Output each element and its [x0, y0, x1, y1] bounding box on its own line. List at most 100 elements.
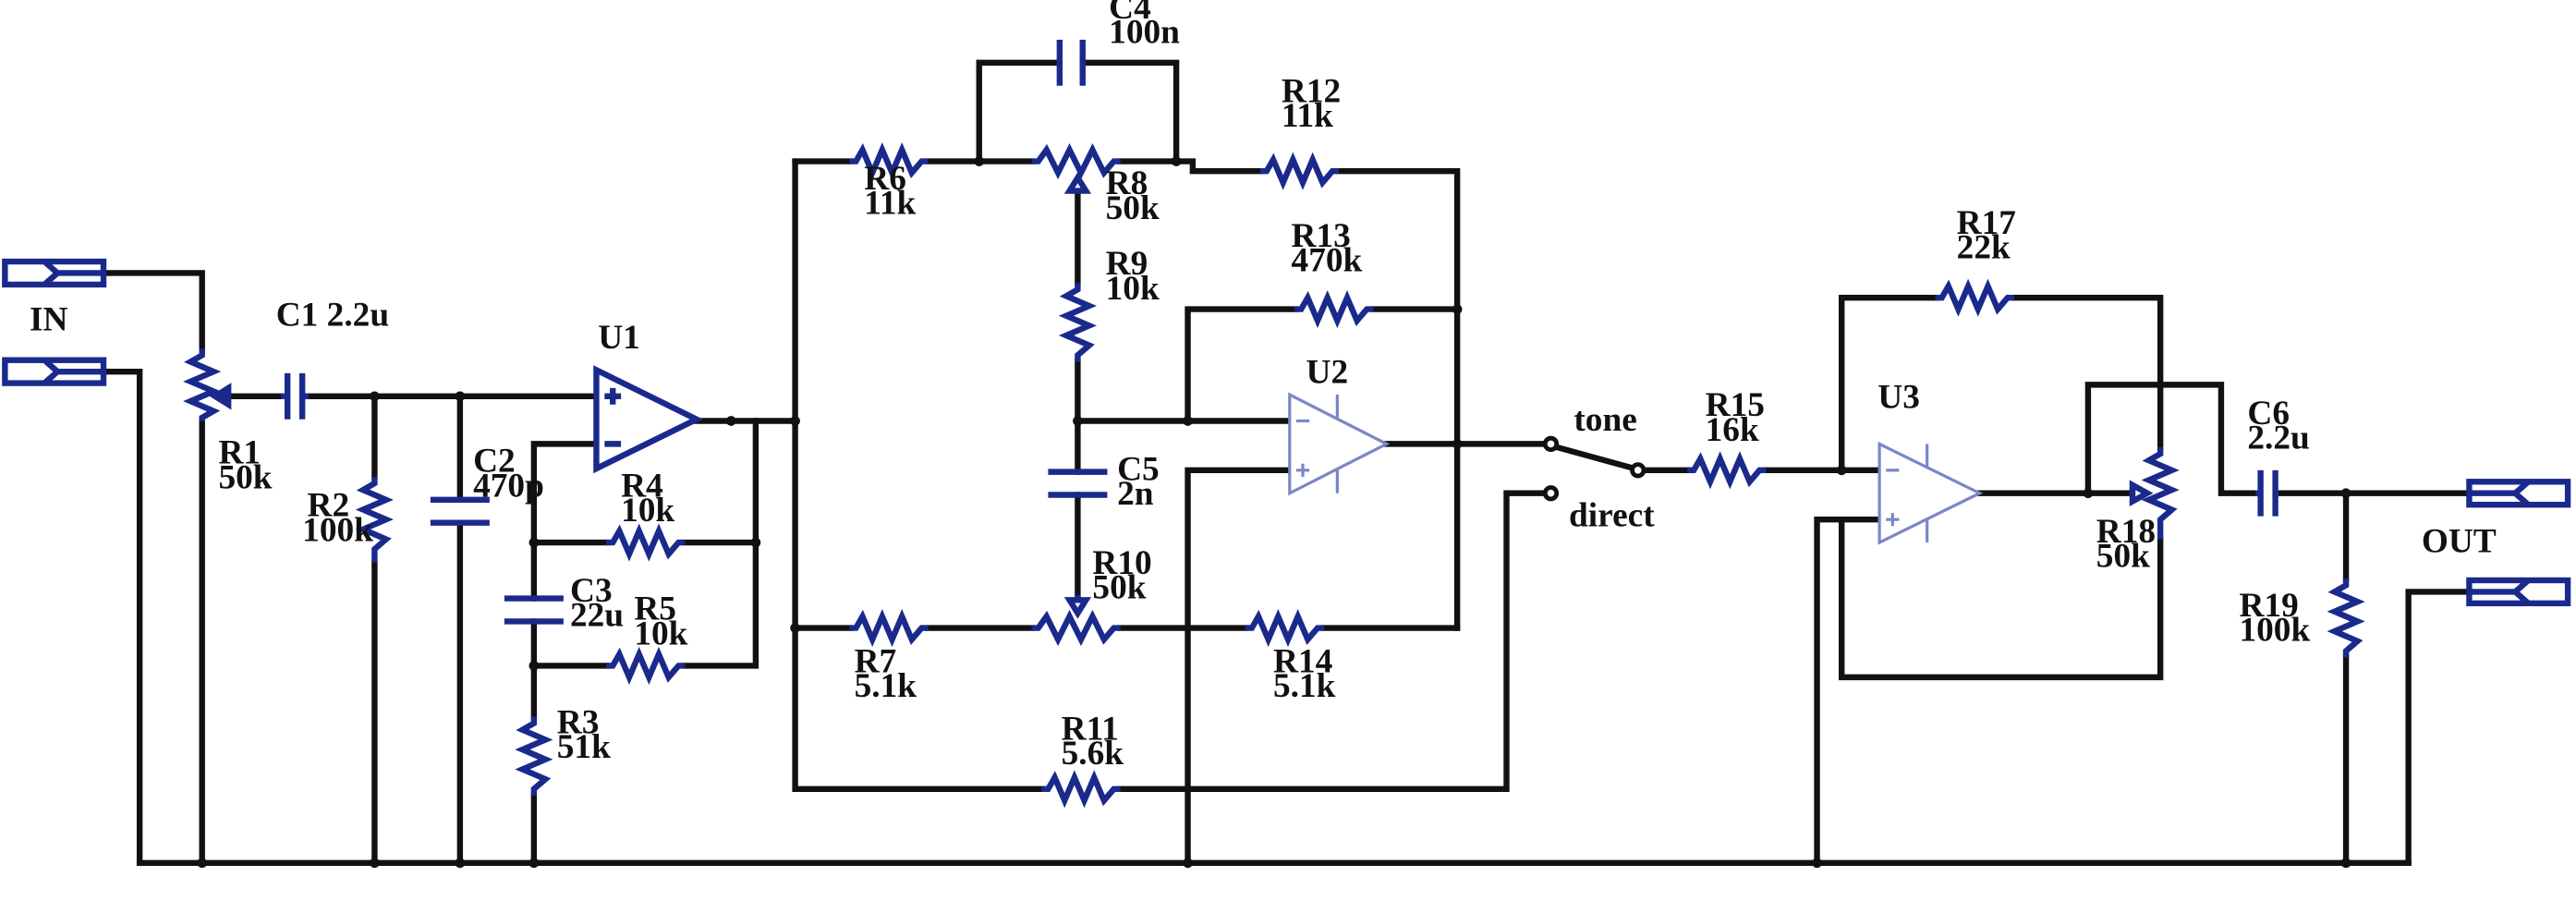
r2-resistor — [355, 476, 394, 563]
r3-ref: R3 — [557, 703, 600, 741]
r11-ref: R11 — [1062, 710, 1119, 748]
r9-resistor — [1058, 283, 1097, 362]
wire-r12-right — [1335, 168, 1461, 631]
r12-value: 11k — [1282, 97, 1333, 135]
c3-capacitor — [504, 595, 564, 625]
r9-value: 10k — [1106, 270, 1160, 308]
u2-opamp — [1288, 392, 1391, 496]
wire-u2-plus — [1185, 467, 1293, 866]
r6-resistor — [849, 141, 929, 181]
wire-r18-top-link — [2084, 382, 2259, 496]
c1-capacitor — [281, 372, 310, 420]
input-jack-tip — [2, 258, 107, 288]
c3-ref: C3 — [570, 572, 613, 610]
r5-value: 10k — [634, 615, 687, 652]
c6-capacitor — [2255, 469, 2279, 517]
wire-r17-right — [2011, 294, 2164, 451]
r15-resistor — [1687, 451, 1767, 490]
r2-value: 100k — [302, 511, 373, 549]
r12-ref: R12 — [1282, 73, 1341, 111]
r10-value: 50k — [1092, 569, 1146, 607]
wire-r8-right — [1117, 158, 1263, 175]
labels: IN OUT tone direct R1 50k C1 2.2u R2 100… — [30, 0, 2497, 773]
u1-opamp — [593, 365, 704, 474]
r13-resistor — [1294, 290, 1374, 329]
r17-value: 22k — [1957, 228, 2011, 266]
r19-ref: R19 — [2239, 587, 2298, 625]
r4-value: 10k — [621, 492, 674, 530]
input-jack-sleeve — [2, 357, 107, 386]
c4-value: 100n — [1109, 14, 1180, 52]
wire-u3-plus — [1814, 516, 1883, 866]
r1-potentiometer — [183, 348, 232, 421]
r14-value: 5.1k — [1273, 667, 1336, 705]
c4-ref: C4 — [1109, 0, 1151, 27]
r4-ref: R4 — [621, 467, 663, 505]
r17-ref: R17 — [1957, 204, 2016, 242]
c2-capacitor — [430, 496, 490, 526]
wire-r13-left — [1185, 306, 1298, 424]
label-in: IN — [30, 301, 68, 339]
r17-resistor — [1935, 278, 2014, 317]
r18-value: 50k — [2096, 538, 2150, 576]
c4-capacitor — [1056, 39, 1086, 86]
r12-resistor — [1259, 152, 1340, 190]
c6-ref: C6 — [2247, 395, 2290, 432]
c5-ref: C5 — [1117, 451, 1160, 489]
c6-value: 2.2u — [2247, 420, 2309, 457]
r6-ref: R6 — [864, 160, 906, 198]
r6-value: 11k — [864, 184, 916, 222]
r10-ref: R10 — [1092, 544, 1151, 582]
u3-ref: U3 — [1877, 378, 1920, 416]
wire-out-ground — [2405, 589, 2473, 866]
r3-resistor — [515, 716, 553, 796]
label-out: OUT — [2422, 523, 2497, 561]
u3-opamp — [1877, 441, 1984, 545]
output-jack-sleeve — [2466, 577, 2571, 607]
r9-ref: R9 — [1106, 245, 1148, 283]
wire-in-to-r1 — [100, 270, 205, 352]
r18-potentiometer — [2129, 446, 2180, 540]
r14-resistor — [1245, 608, 1325, 648]
wire-in-ground — [100, 368, 143, 866]
wires — [100, 59, 2473, 866]
wire-r11-right — [1117, 490, 1549, 792]
label-direct: direct — [1569, 496, 1655, 534]
r3-value: 51k — [557, 728, 611, 766]
output-jack-tip — [2466, 479, 2571, 508]
wire-r18-bottom — [1839, 516, 2164, 681]
c3-value: 22u — [570, 597, 624, 635]
c1-ref: C1 2.2u — [276, 296, 389, 334]
r1-value: 50k — [218, 458, 272, 496]
tone-direct-switch[interactable] — [1542, 435, 1646, 502]
r7-ref: R7 — [855, 643, 897, 681]
r4-resistor — [606, 523, 686, 562]
c2-ref: C2 — [473, 443, 516, 481]
r18-ref: R18 — [2096, 513, 2156, 551]
c5-capacitor — [1048, 469, 1108, 498]
wire-node-484 — [792, 158, 1045, 792]
u2-ref: U2 — [1306, 354, 1349, 392]
r2-ref: R2 — [307, 487, 349, 525]
components — [2, 39, 2571, 809]
wire-c4-loop — [976, 59, 1063, 164]
r10-potentiometer — [1031, 594, 1121, 647]
c5-value: 2n — [1117, 475, 1154, 513]
r19-resistor — [2327, 578, 2365, 658]
r13-value: 470k — [1292, 242, 1363, 280]
r5-ref: R5 — [634, 591, 676, 628]
c2-value: 470p — [473, 467, 544, 505]
r15-value: 16k — [1706, 411, 1759, 449]
r13-ref: R13 — [1292, 217, 1351, 255]
r19-value: 100k — [2239, 612, 2310, 650]
r5-resistor — [606, 646, 686, 685]
r7-resistor — [849, 608, 929, 648]
r8-potentiometer — [1031, 142, 1121, 194]
r11-resistor — [1041, 770, 1121, 809]
r11-value: 5.6k — [1062, 735, 1124, 773]
r14-ref: R14 — [1273, 643, 1332, 681]
r7-value: 5.1k — [855, 667, 917, 705]
r8-value: 50k — [1106, 189, 1160, 227]
r8-ref: R8 — [1106, 164, 1148, 202]
